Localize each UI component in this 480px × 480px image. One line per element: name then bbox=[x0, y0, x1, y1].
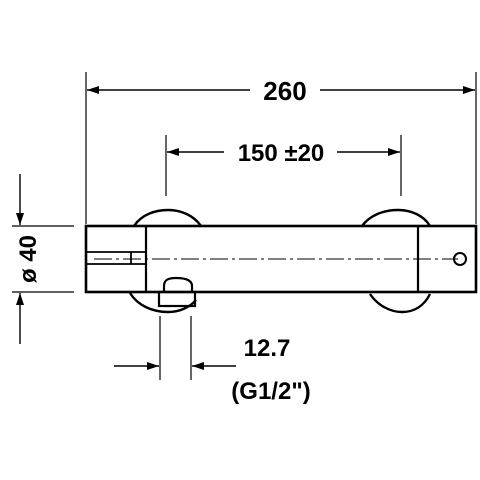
overall-length-label: 260 bbox=[263, 76, 306, 106]
dimension-body-diameter: ø 40 bbox=[12, 174, 74, 344]
body-diameter-label: ø 40 bbox=[15, 235, 42, 283]
outlet-nipple bbox=[157, 276, 197, 308]
outlet-thread-label: (G1/2") bbox=[231, 378, 310, 405]
dimension-outlet-offset: 12.7 (G1/2") bbox=[114, 316, 311, 405]
dimension-overall-length: 260 bbox=[85, 72, 477, 224]
outlet-offset-label: 12.7 bbox=[244, 335, 291, 362]
thermostat-body bbox=[84, 224, 478, 294]
body-outline bbox=[84, 224, 478, 294]
inlet-spacing-label: 150 ±20 bbox=[238, 140, 325, 167]
outlet-nut bbox=[157, 290, 197, 308]
wall-rosette-right bbox=[361, 208, 432, 314]
dimension-inlet-spacing: 150 ±20 bbox=[165, 135, 402, 196]
safety-button-icon bbox=[453, 252, 467, 266]
